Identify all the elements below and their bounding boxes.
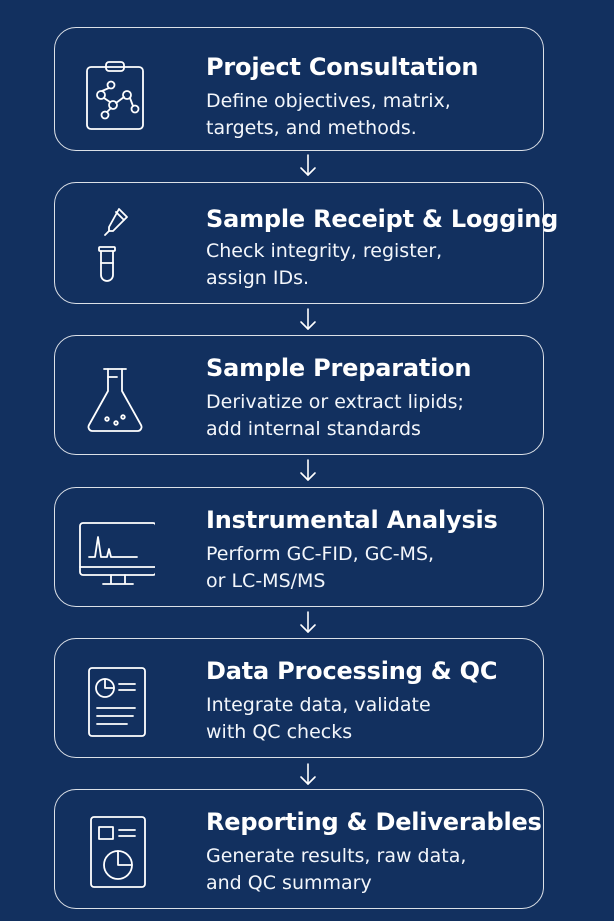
arrow-down-icon [296,762,320,788]
step-description: Derivatize or extract lipids; add intern… [206,391,464,440]
step-sample-preparation: Sample Preparation Derivatize or extract… [54,335,544,455]
step-title: Instrumental Analysis [206,506,498,534]
step-description: Integrate data, validate with QC checks [206,694,431,743]
step-description: Define objectives, matrix, targets, and … [206,90,451,139]
flask-icon [75,353,155,437]
step-title: Data Processing & QC [206,657,498,685]
arrow-down-icon [296,610,320,636]
step-project-consultation: Project Consultation Define objectives, … [54,27,544,151]
step-instrumental-analysis: Instrumental Analysis Perform GC-FID, GC… [54,487,544,607]
step-title: Sample Receipt & Logging [206,205,559,233]
pipette-test-tube-icon [75,201,155,285]
step-reporting-deliverables: Reporting & Deliverables Generate result… [54,789,544,909]
step-title: Project Consultation [206,53,479,81]
arrow-down-icon [296,307,320,333]
monitor-chromatogram-icon [75,505,155,589]
step-description: Check integrity, register, assign IDs. [206,240,443,289]
step-sample-receipt-logging: Sample Receipt & Logging Check integrity… [54,182,558,304]
step-description: Perform GC-FID, GC-MS, or LC-MS/MS [206,543,435,592]
report-pie-icon [75,807,155,891]
step-description: Generate results, raw data, and QC summa… [206,845,467,894]
clipboard-molecule-icon [75,47,155,131]
document-chart-icon [75,656,155,740]
step-title: Sample Preparation [206,354,472,382]
step-title: Reporting & Deliverables [206,808,542,836]
step-data-processing-qc: Data Processing & QC Integrate data, val… [54,638,544,758]
arrow-down-icon [296,153,320,179]
arrow-down-icon [296,458,320,484]
